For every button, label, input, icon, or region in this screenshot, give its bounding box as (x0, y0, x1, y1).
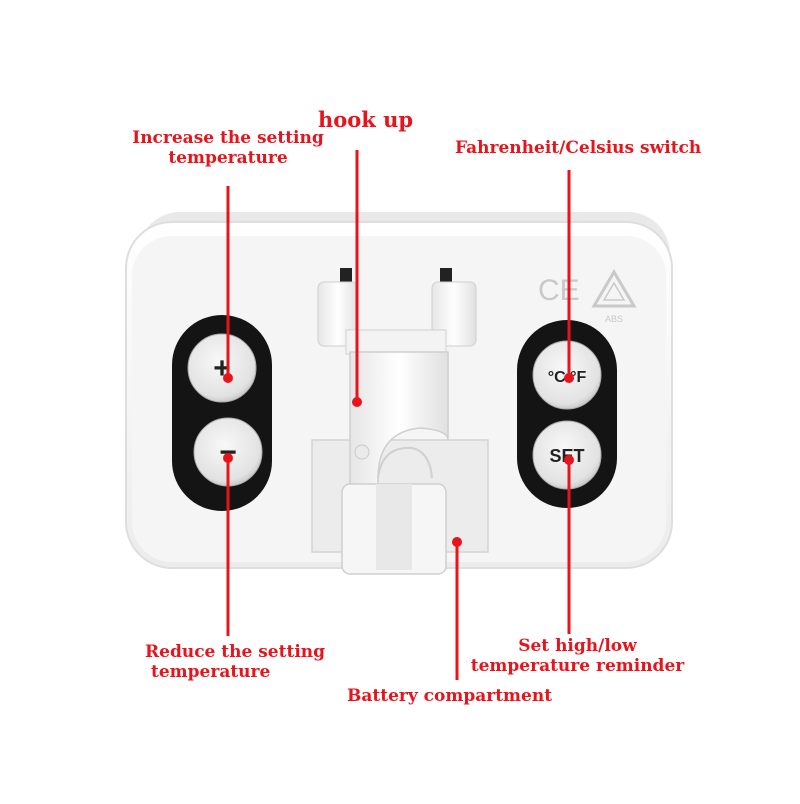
increase-label-line2: temperature (168, 148, 288, 168)
set-label-line1: Set high/low (518, 636, 637, 656)
reduce-label: Reduce the setting temperature (145, 642, 325, 682)
increase-label-line1: Increase the setting (132, 128, 324, 148)
set-button[interactable]: SET (532, 420, 602, 490)
reduce-label-line1: Reduce the setting (145, 642, 326, 662)
reduce-button[interactable]: − (193, 417, 263, 487)
increase-label: Increase the setting temperature (120, 128, 336, 168)
abs-mark: ABS (605, 314, 623, 324)
set-label-line2: temperature reminder (470, 656, 685, 676)
battery-label: Battery compartment (347, 686, 553, 706)
recycle-icon (591, 269, 637, 308)
reduce-label-line2: temperature (151, 662, 271, 682)
callout-dots (223, 373, 574, 547)
ce-mark: CE (538, 274, 580, 307)
hook[interactable] (317, 268, 477, 575)
callout-lines (226, 150, 571, 680)
minus-symbol: − (219, 436, 237, 469)
fc-switch-label: Fahrenheit/Celsius switch (455, 138, 702, 158)
hook-up-label: hook up (318, 107, 414, 132)
increase-button[interactable]: + (187, 333, 257, 403)
set-reminder-label: Set high/low temperature reminder (460, 636, 695, 676)
